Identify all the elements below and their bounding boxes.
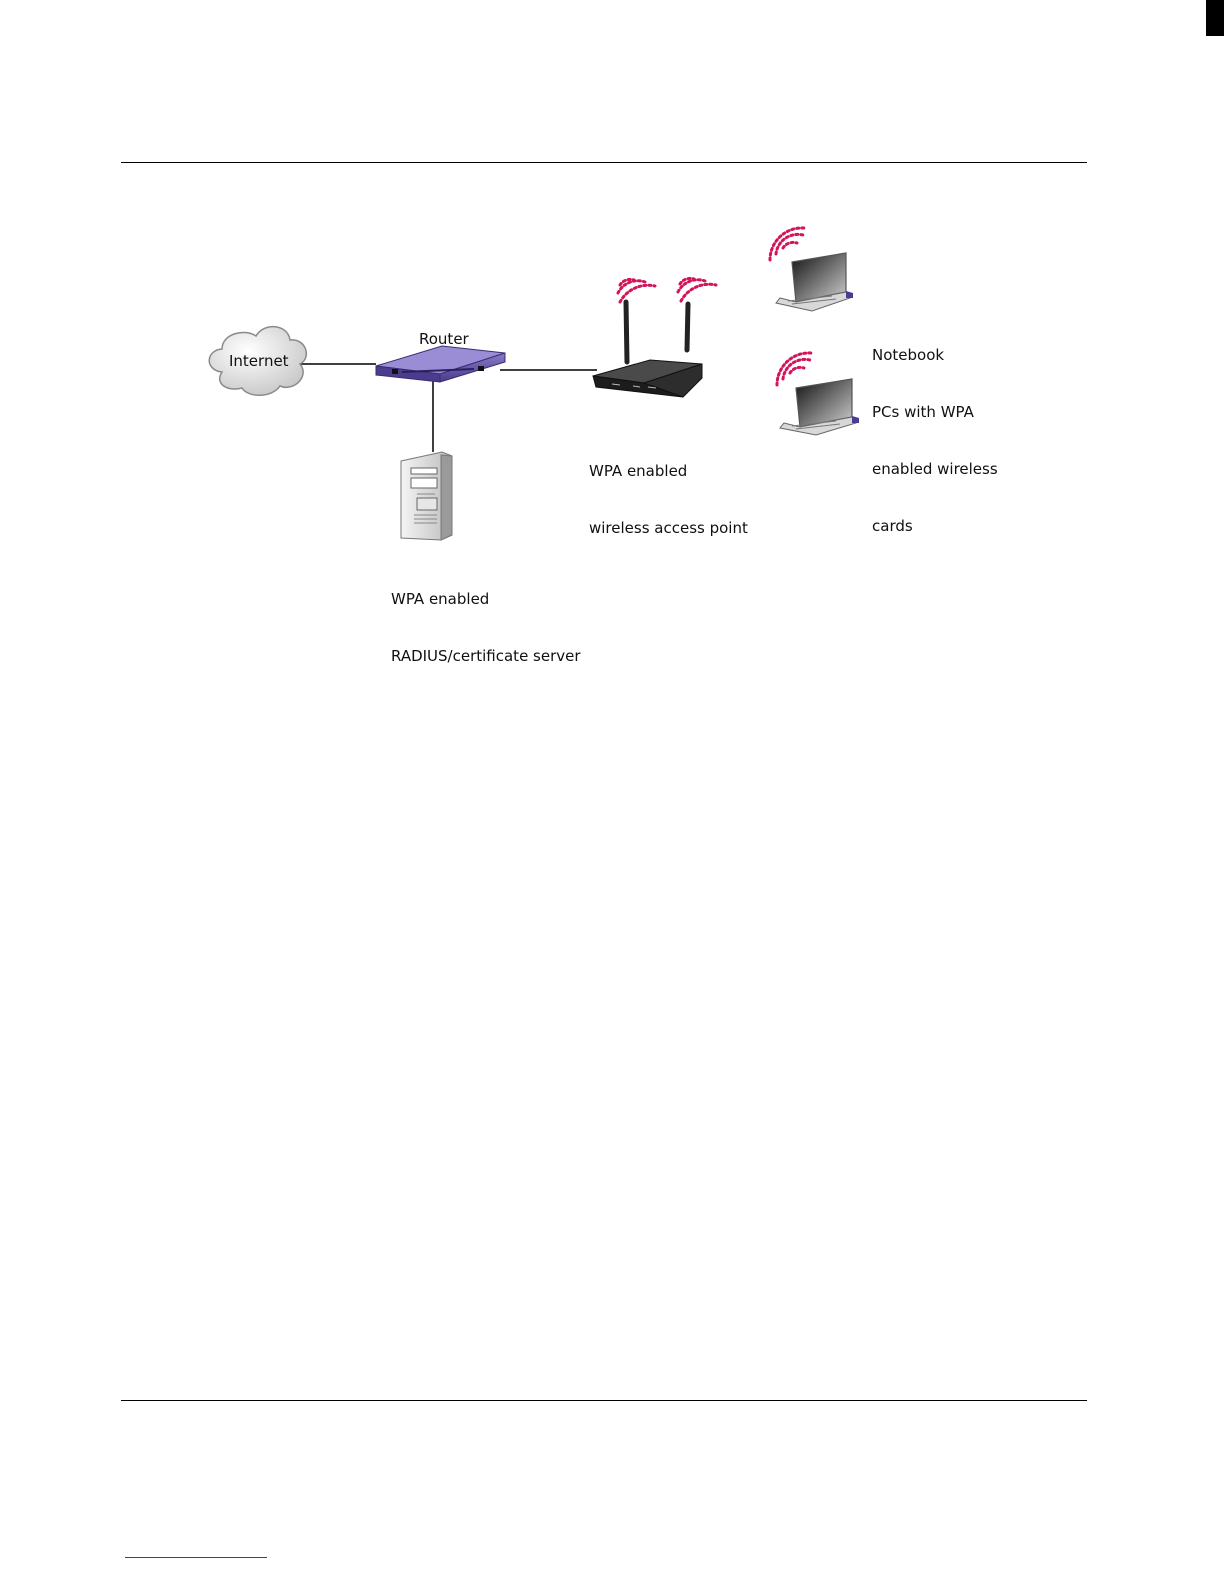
- footer-rule: [121, 1400, 1087, 1401]
- access-point-icon: [593, 302, 702, 397]
- footer-link-underline[interactable]: [125, 1557, 267, 1558]
- notebooks-label-line: enabled wireless: [872, 460, 998, 479]
- access-point-label-line: wireless access point: [589, 519, 748, 538]
- internet-label: Internet: [229, 352, 289, 371]
- access-point-label-line: WPA enabled: [589, 462, 748, 481]
- notebooks-label: Notebook PCs with WPA enabled wireless c…: [872, 308, 998, 555]
- server-label-line: RADIUS/certificate server: [391, 647, 581, 666]
- notebook-icon: [776, 253, 853, 311]
- server-icon: [401, 452, 452, 540]
- router-label: Router: [419, 330, 469, 349]
- router-icon: [376, 346, 505, 382]
- notebooks-label-line: Notebook: [872, 346, 998, 365]
- access-point-label: WPA enabled wireless access point: [589, 424, 748, 557]
- notebook-icon: [780, 379, 859, 435]
- server-label-line: WPA enabled: [391, 590, 581, 609]
- notebooks-label-line: cards: [872, 517, 998, 536]
- notebooks-label-line: PCs with WPA: [872, 403, 998, 422]
- network-diagram: [0, 0, 1224, 700]
- server-label: WPA enabled RADIUS/certificate server: [391, 552, 581, 685]
